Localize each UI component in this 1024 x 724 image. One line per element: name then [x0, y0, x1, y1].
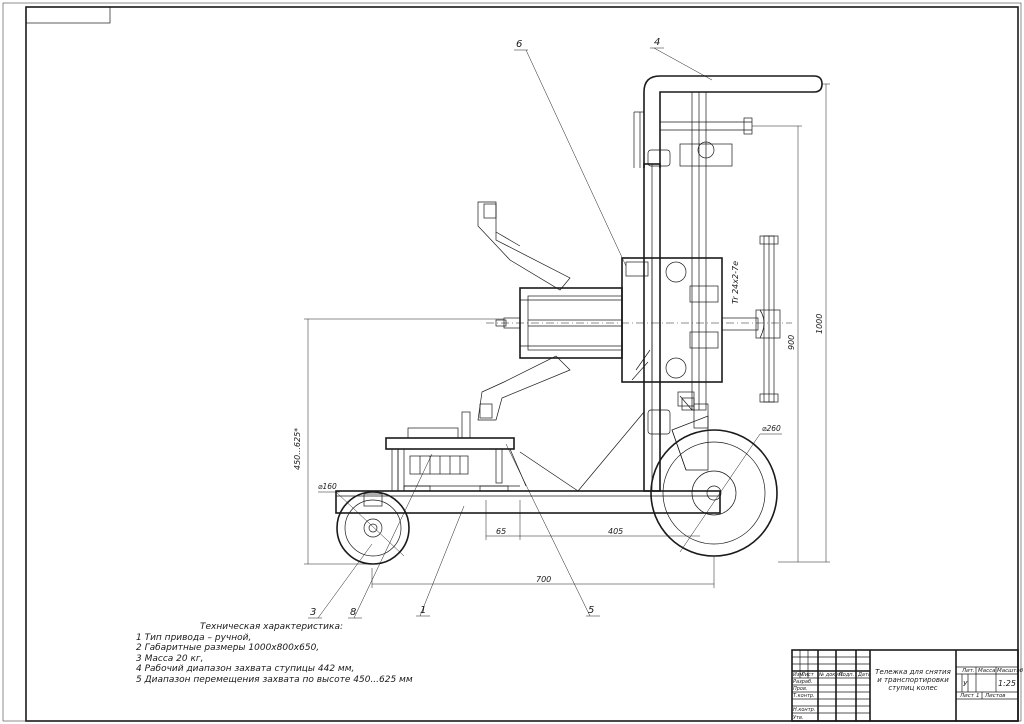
top-left-stamp	[25, 6, 111, 24]
drawing-frame	[25, 6, 1019, 722]
carriage	[621, 257, 723, 383]
scale-value: 1:25	[998, 679, 1016, 688]
drawing-name-box: Тележка для снятия и транспортировки сту…	[875, 668, 951, 692]
lower-gripper-arm	[477, 355, 571, 421]
row-label-tkontr: Т.контр.	[793, 693, 815, 699]
dim-wheelbase: 405	[608, 527, 623, 536]
cross-handle	[759, 235, 779, 403]
dim-large-wheel: ⌀260	[762, 424, 781, 433]
technical-notes: Техническая характеристика: 1 Тип привод…	[136, 622, 436, 686]
note-item-1: 1 Тип привода – ручной,	[136, 632, 252, 643]
balloon-3: 3	[310, 607, 316, 618]
col-header-doc: № докум.	[818, 672, 844, 678]
small-wheel	[336, 491, 410, 565]
stage-header: Лит.	[961, 668, 975, 674]
sheet-label: Лист	[959, 693, 975, 699]
sheet-number: 1	[976, 693, 980, 699]
dimensions: 450...625* 1000 900 Tr 24x2-7e 700 65 40…	[293, 83, 830, 588]
note-item-4: 4 Рабочий диапазон захвата ступицы 442 м…	[136, 664, 355, 675]
note-item-2: 2 Габаритные размеры 1000x800x650,	[136, 643, 320, 654]
balloon-5: 6	[516, 39, 522, 50]
dim-small-wheel: ⌀160	[318, 482, 337, 491]
dim-thread: Tr 24x2-7e	[731, 261, 740, 304]
col-header-izm: Изм	[793, 672, 803, 678]
dim-width: 700	[536, 575, 551, 584]
balloon-6: 8	[350, 607, 356, 618]
row-label-razrab: Разраб.	[793, 679, 813, 685]
handle	[643, 75, 823, 168]
note-item-5: 5 Диапазон перемещения захвата по высоте…	[136, 674, 413, 685]
balloon-1: 1	[420, 605, 426, 616]
row-label-utv: Утв.	[793, 715, 804, 721]
sheets-label: Листов	[984, 693, 1006, 699]
row-label-prov: Пров.	[793, 686, 808, 692]
lead-screw	[679, 91, 733, 411]
stage-value: У	[963, 680, 968, 688]
drawing-name: Тележка для снятия и транспортировки сту…	[875, 668, 951, 692]
frame-beam	[335, 490, 721, 514]
dim-total-height: 1000	[815, 314, 824, 334]
balloon-4: 4	[654, 37, 660, 48]
upper-gripper-arm	[477, 201, 571, 291]
scale-header: Масштаб	[997, 668, 1024, 674]
dim-height-range: 450...625*	[293, 428, 302, 470]
notes-title: Техническая характеристика:	[200, 622, 343, 632]
col-header-list: Лист	[800, 672, 815, 678]
col-header-sign: Подп.	[839, 672, 854, 678]
note-item-3: 3 Масса 20 кг,	[136, 653, 204, 664]
col-header-date: Дата	[857, 672, 871, 678]
dim-offset: 65	[496, 527, 506, 536]
gusset	[577, 411, 645, 492]
cart-assembly	[335, 75, 823, 565]
row-label-nkontr: Н.контр.	[793, 707, 815, 713]
title-block	[791, 649, 1019, 722]
balloon-8: 5	[588, 605, 594, 616]
dim-handle-height: 900	[787, 335, 796, 350]
platform	[385, 411, 527, 492]
leaders	[308, 47, 713, 619]
mass-header: Масса	[978, 668, 996, 674]
